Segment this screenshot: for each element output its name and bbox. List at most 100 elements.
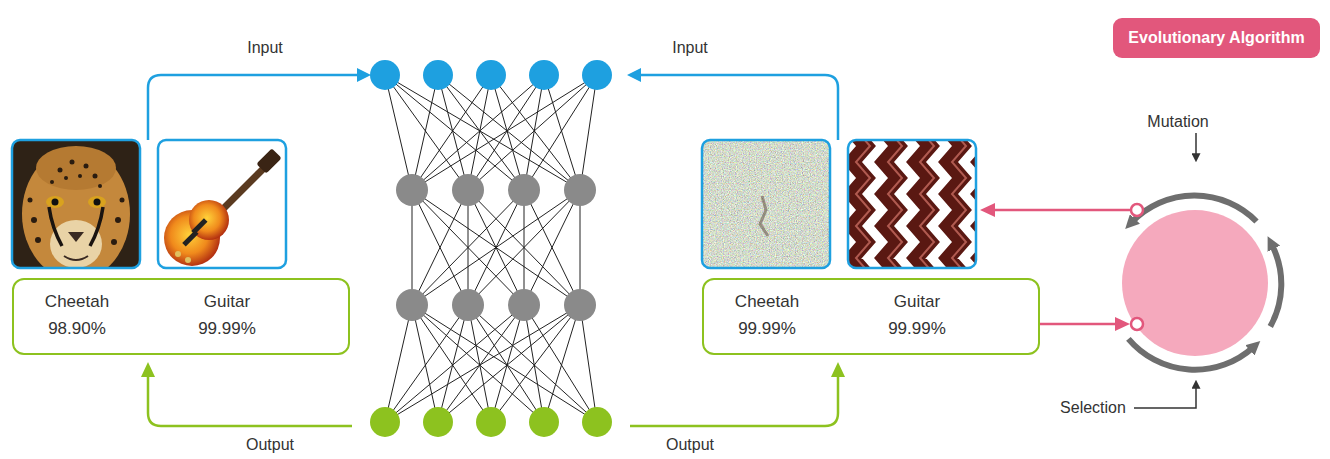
network-link <box>468 190 580 305</box>
flow-label: Input <box>247 39 283 57</box>
cheetah-pupil <box>52 199 59 206</box>
neuron <box>452 174 484 206</box>
network-link <box>491 305 524 422</box>
image-frame <box>12 140 140 268</box>
class-name: Guitar <box>204 288 250 315</box>
cheetah-mouth <box>64 256 88 260</box>
title-badge: Evolutionary Algorithm <box>1113 18 1320 58</box>
network-link <box>412 75 544 190</box>
network-link <box>544 305 580 422</box>
output-arrow <box>630 376 838 426</box>
guitar-knob <box>185 257 191 263</box>
network-link <box>385 305 524 422</box>
network-link <box>580 190 581 305</box>
step-label: Selection <box>1060 399 1126 417</box>
arrow-head <box>980 203 995 217</box>
output-arrow <box>148 376 352 426</box>
network-link <box>438 305 524 422</box>
network-link <box>412 190 580 305</box>
network-link <box>580 75 597 190</box>
noise-picture <box>702 140 830 268</box>
cheetah-pupil <box>94 199 101 206</box>
network-link <box>524 190 580 305</box>
network-link <box>491 75 524 190</box>
cheetah-brow <box>36 146 116 190</box>
network-link <box>412 190 468 305</box>
arrow-head <box>831 362 845 377</box>
network-link <box>385 305 468 422</box>
algorithm-circle <box>1122 210 1268 356</box>
neuron <box>452 289 484 321</box>
cheetah-photo <box>12 140 140 268</box>
confidence-value: 99.99% <box>888 315 946 342</box>
result-box: CheetahGuitar99.99%99.99% <box>702 278 1040 355</box>
picture-ground <box>158 140 286 268</box>
network-link <box>468 190 580 305</box>
flow-label: Output <box>666 436 714 454</box>
network-link <box>524 305 544 422</box>
flow-label: Output <box>246 436 294 454</box>
tear-mark <box>90 207 103 246</box>
neuron <box>582 407 612 437</box>
neuron <box>508 289 540 321</box>
score-arrow <box>1040 323 1118 326</box>
feedback-arrow <box>994 209 1130 212</box>
network-link <box>438 75 468 190</box>
cheetah-nose <box>68 232 84 242</box>
input-arrow <box>638 75 838 140</box>
network-link <box>385 75 412 190</box>
neuron <box>582 60 612 90</box>
port-circle <box>1131 318 1143 330</box>
confidence-value: 99.99% <box>738 315 796 342</box>
arrow-head <box>141 362 155 377</box>
neuron <box>564 289 596 321</box>
input-arrow <box>148 75 360 140</box>
class-name: Cheetah <box>735 288 799 315</box>
network-link <box>580 305 597 422</box>
network-link <box>412 190 524 305</box>
network-link <box>412 190 580 305</box>
network-link <box>385 75 524 190</box>
port-circle <box>1131 204 1143 216</box>
tear-mark <box>49 207 62 246</box>
image-frame <box>702 140 830 268</box>
dark-stripes <box>852 140 976 268</box>
network-link <box>524 190 580 305</box>
neural-network <box>370 60 612 437</box>
network-link <box>412 305 438 422</box>
selection-pointer <box>1134 386 1196 408</box>
noise-field <box>702 140 830 268</box>
neuron <box>423 60 453 90</box>
guitar-bridge <box>182 230 198 246</box>
cheetah-spots <box>28 160 125 246</box>
neuron <box>529 407 559 437</box>
neuron <box>423 407 453 437</box>
arrow-head <box>1115 317 1130 331</box>
cheetah-eye <box>88 196 106 208</box>
network-link <box>412 75 438 190</box>
confidence-value: 99.99% <box>198 315 256 342</box>
arrow-head <box>357 68 371 82</box>
arrow-head <box>627 68 641 82</box>
network-link <box>412 190 413 305</box>
cycle-arcs <box>1128 196 1281 370</box>
neuron <box>396 174 428 206</box>
cheetah-eye <box>46 196 64 208</box>
neuron <box>370 407 400 437</box>
network-link <box>385 75 580 190</box>
class-name: Cheetah <box>45 288 109 315</box>
network-link <box>385 75 468 190</box>
step-label: Mutation <box>1147 113 1208 131</box>
mutation-pointer <box>1195 133 1197 156</box>
network-link <box>524 75 544 190</box>
neuron <box>564 174 596 206</box>
network-link <box>438 305 580 422</box>
guitar-head <box>256 148 281 173</box>
image-frame <box>158 140 286 268</box>
network-link <box>438 75 580 190</box>
network-link <box>412 305 544 422</box>
result-box: CheetahGuitar98.90%99.99% <box>12 278 350 355</box>
guitar-picture <box>158 140 286 268</box>
network-link <box>468 75 597 190</box>
